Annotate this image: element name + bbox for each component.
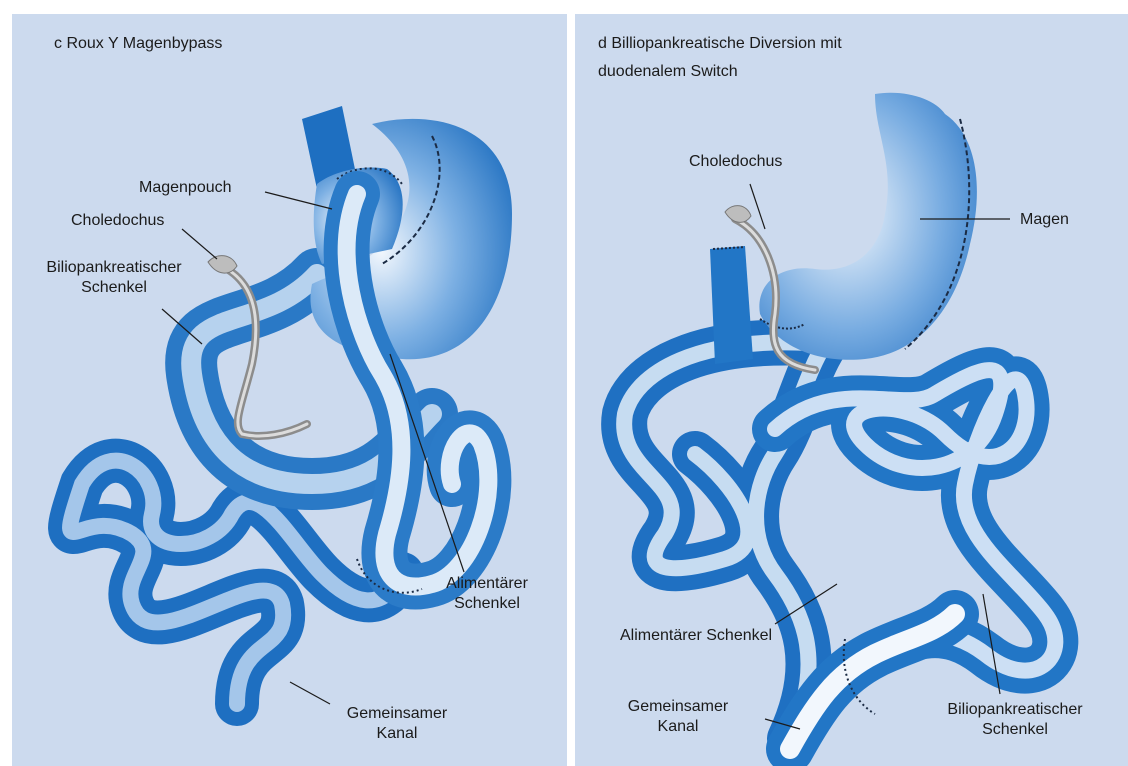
label-choledochus: Choledochus	[71, 211, 164, 231]
label-alimentaerer-schenkel: Alimentärer Schenkel	[432, 574, 542, 614]
label-biliopankreatischer-schenkel: Biliopankreatischer Schenkel	[29, 258, 199, 298]
label-magen: Magen	[1020, 210, 1069, 230]
label-alimentaerer-schenkel: Alimentärer Schenkel	[620, 626, 772, 646]
panel-c-heading: c Roux Y Magenbypass	[54, 30, 222, 58]
label-magenpouch: Magenpouch	[139, 178, 232, 198]
label-kanal-line2: Kanal	[332, 724, 462, 744]
roux-y-illustration	[12, 14, 567, 766]
panel-d-heading-line1: d Billiopankreatische Diversion mit	[598, 30, 842, 58]
label-bilio-line2: Schenkel	[29, 278, 199, 298]
label-kanal-line1: Gemeinsamer	[332, 704, 462, 724]
label-gemeinsamer-kanal: Gemeinsamer Kanal	[332, 704, 462, 744]
panel-duodenal-switch: d Billiopankreatische Diversion mit duod…	[575, 14, 1128, 766]
label-biliopankreatischer-schenkel: Biliopankreatischer Schenkel	[925, 700, 1105, 740]
sleeve-stomach	[759, 93, 977, 360]
panel-d-heading-line2: duodenalem Switch	[598, 58, 842, 86]
label-bilio-line1: Biliopankreatischer	[925, 700, 1105, 720]
panel-roux-y: c Roux Y Magenbypass Magenpouch Choledoc…	[12, 14, 567, 766]
label-bilio-line1: Biliopankreatischer	[29, 258, 199, 278]
label-bilio-line2: Schenkel	[925, 720, 1105, 740]
label-choledochus: Choledochus	[689, 152, 782, 172]
label-kanal-line2: Kanal	[613, 717, 743, 737]
label-gemeinsamer-kanal: Gemeinsamer Kanal	[613, 697, 743, 737]
label-alimentaer-line2: Schenkel	[432, 594, 542, 614]
label-kanal-line1: Gemeinsamer	[613, 697, 743, 717]
label-alimentaer-line1: Alimentärer	[432, 574, 542, 594]
duodenal-switch-illustration	[575, 14, 1128, 766]
duodenal-stump	[710, 246, 753, 364]
panel-d-heading: d Billiopankreatische Diversion mit duod…	[598, 30, 842, 86]
